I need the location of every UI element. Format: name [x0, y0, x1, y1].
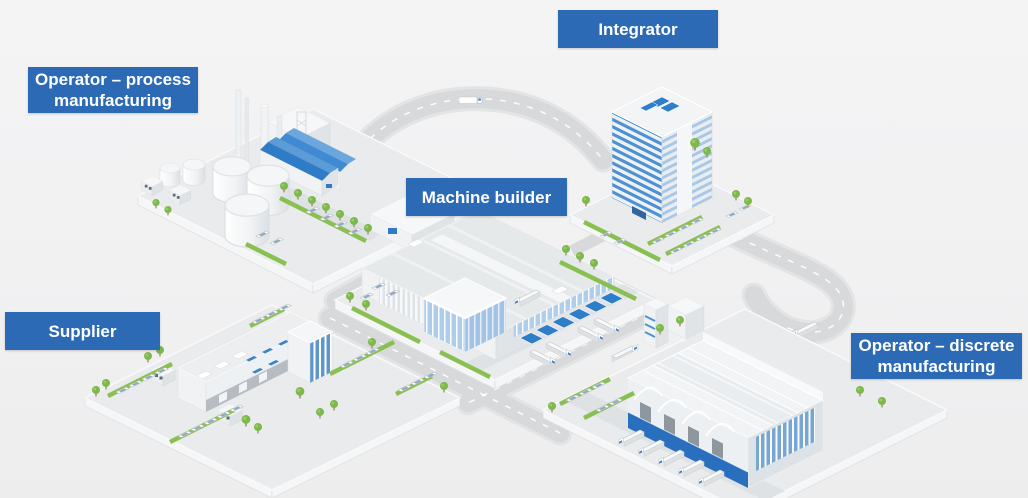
parking-rows: [106, 303, 438, 445]
parking-lot: [582, 204, 752, 263]
blue-roof-halls: [259, 128, 356, 197]
greenery-and-cars: [346, 245, 637, 380]
supplier-warehouse-illustration: [92, 303, 448, 445]
integrator-tower-illustration: [582, 86, 752, 263]
greenery-and-cars: [548, 316, 886, 421]
loading-docks: [514, 289, 624, 367]
production-hall: [626, 339, 825, 489]
label-supplier: Supplier: [5, 312, 160, 350]
machine-builder-factory-illustration: [346, 209, 637, 380]
office-wing: [286, 320, 334, 384]
supplier-platform: [83, 304, 462, 498]
label-integrator: Integrator: [558, 10, 718, 48]
glass-showroom: [422, 277, 508, 353]
label-operator-process-manufacturing: Operator – process manufacturing: [28, 67, 198, 113]
discrete-manufacturing-hall-illustration: [548, 296, 886, 489]
office-tower: [610, 86, 714, 224]
label-operator-discrete-manufacturing: Operator – discrete manufacturing: [851, 333, 1022, 379]
label-machine-builder: Machine builder: [406, 178, 567, 216]
back-structures: [643, 296, 823, 401]
road-truck: [458, 96, 483, 104]
